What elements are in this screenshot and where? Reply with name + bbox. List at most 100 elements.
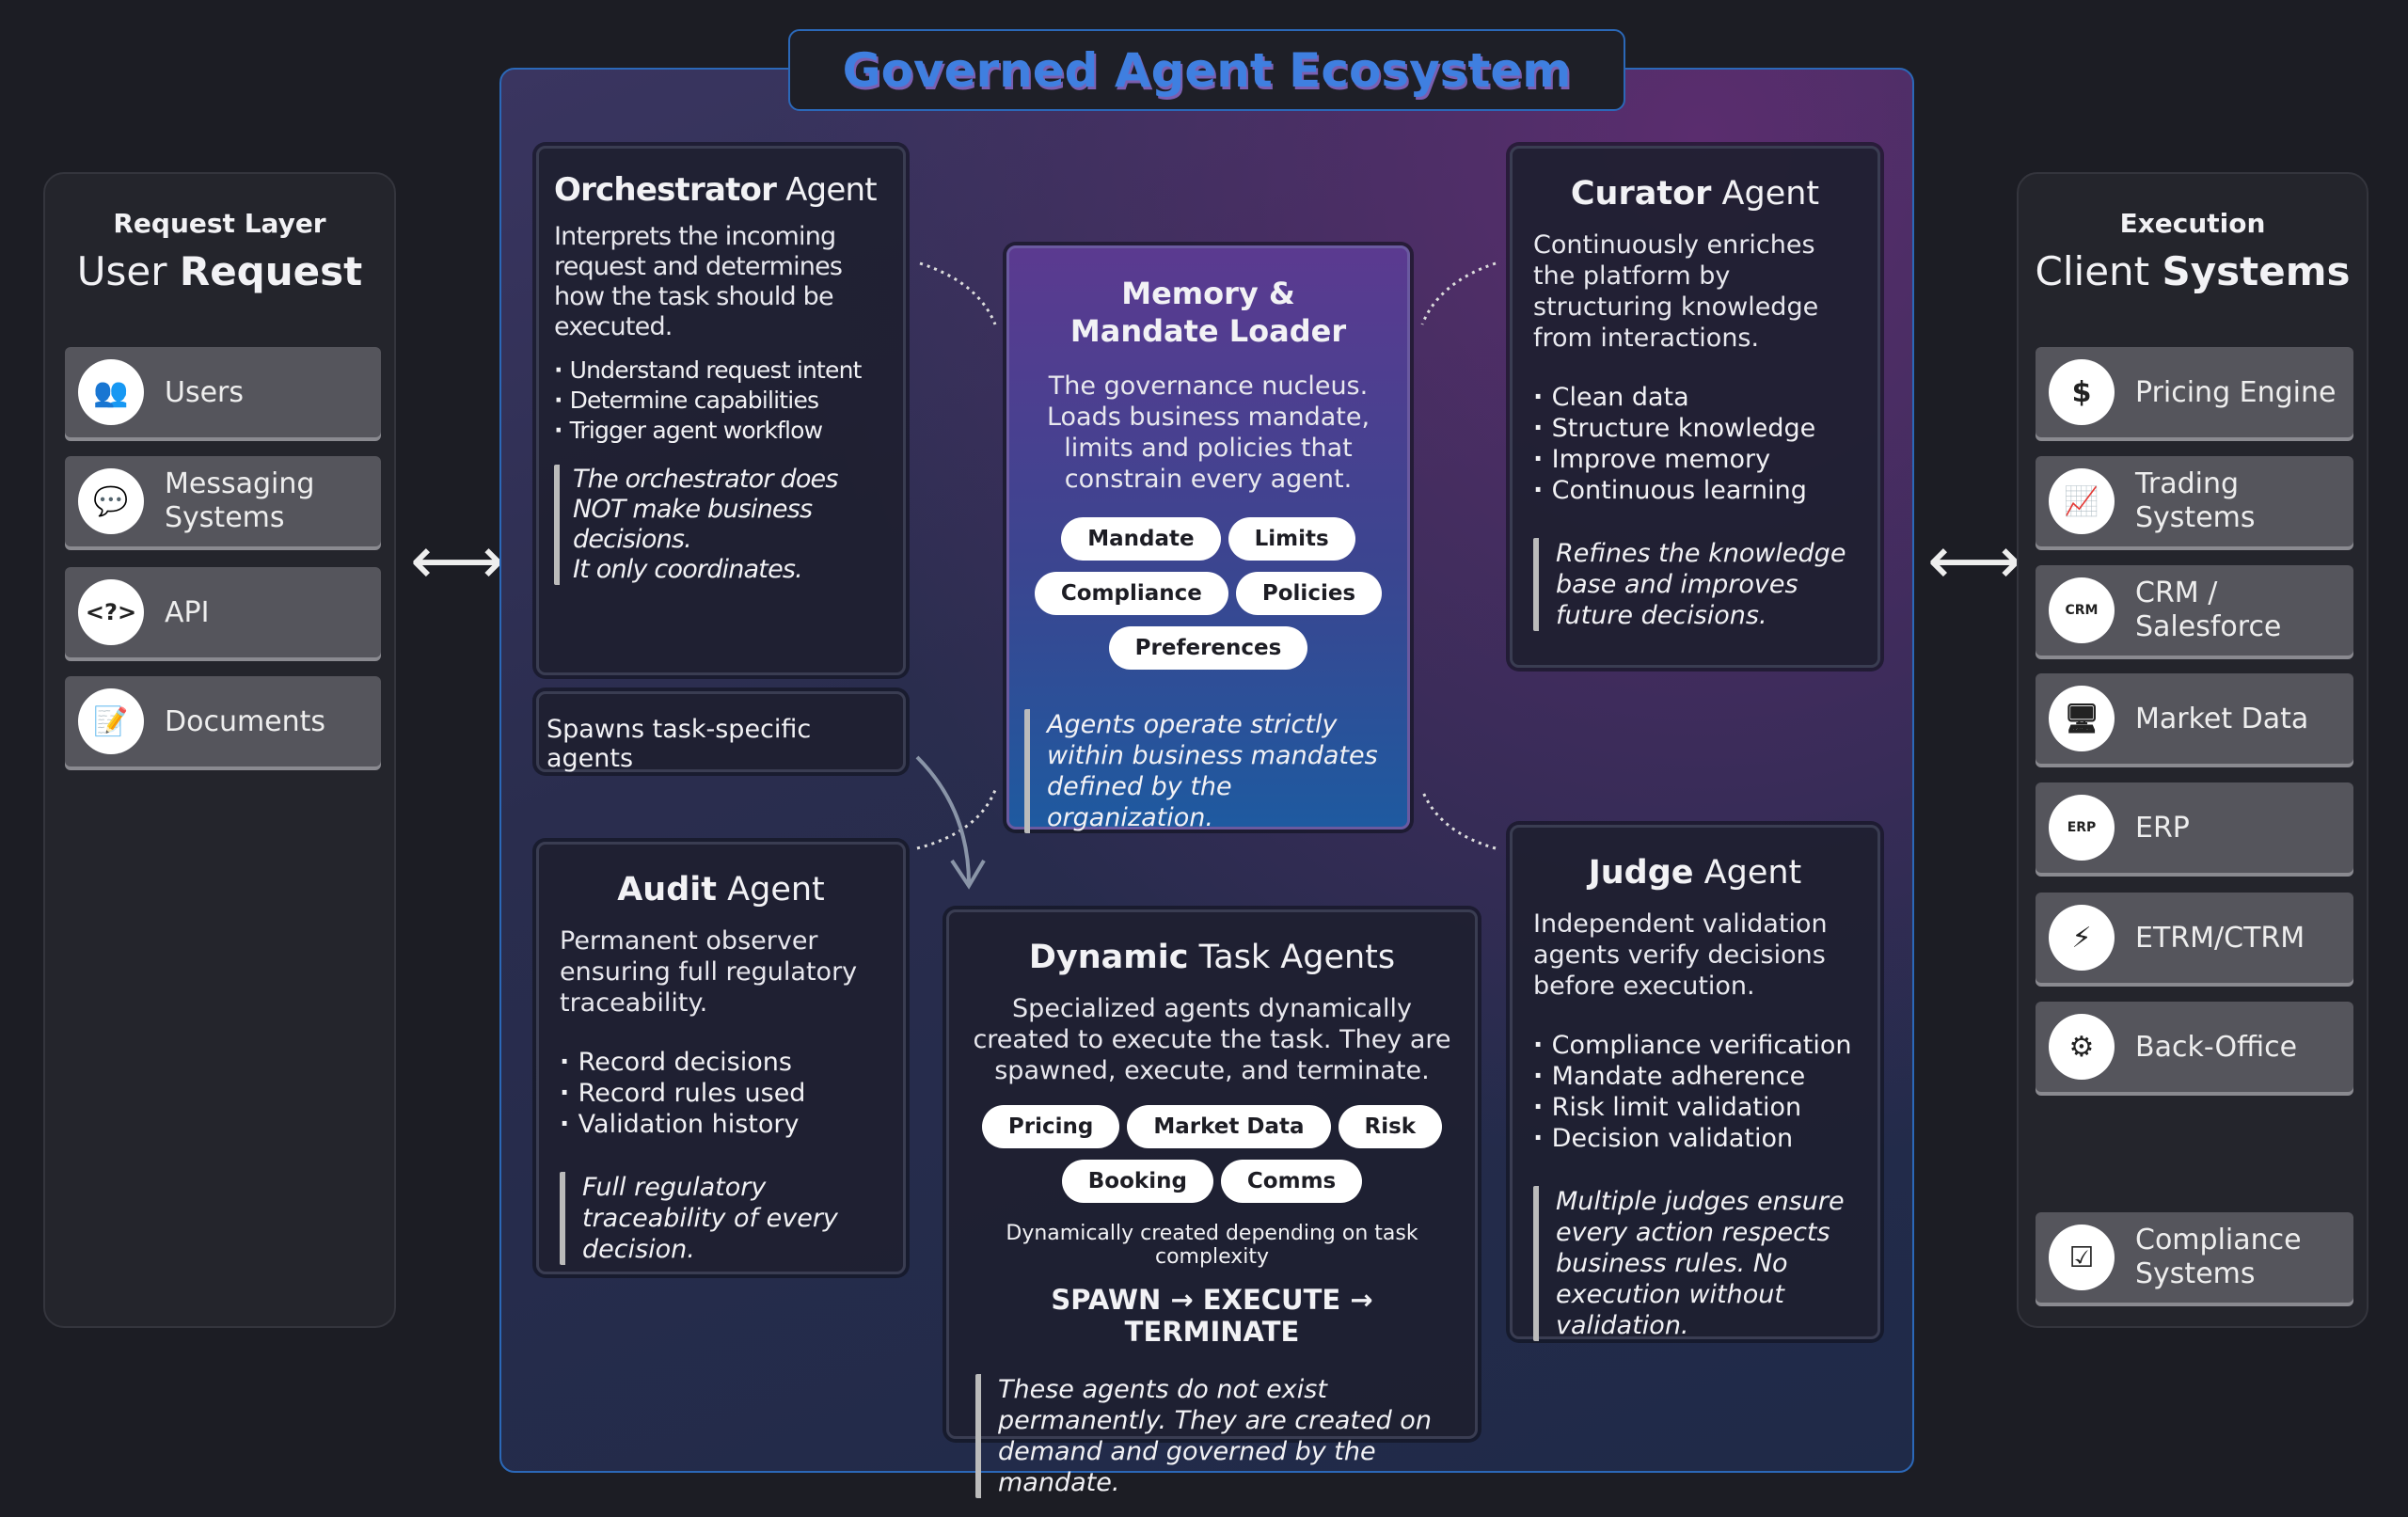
tag-limits: Limits xyxy=(1228,517,1355,561)
item-label: Pricing Engine xyxy=(2135,375,2337,409)
bullet: Risk limit validation xyxy=(1533,1092,1857,1123)
judge-agent-card: Judge Agent Independent validation agent… xyxy=(1510,825,1880,1341)
lifecycle-flow: SPAWN → EXECUTE → TERMINATE xyxy=(1051,1284,1373,1348)
chat-icon: 💬 xyxy=(78,468,144,534)
item-label: API xyxy=(165,595,210,629)
crm-icon: CRM xyxy=(2049,577,2115,643)
audit-title: Audit Agent xyxy=(617,871,825,909)
bullet: Understand request intent xyxy=(554,356,888,386)
item-label: Compliance Systems xyxy=(2135,1224,2302,1290)
dynamic-task-agents-card: Dynamic Task Agents Specialized agents d… xyxy=(946,909,1478,1498)
request-layer-title: User Request xyxy=(76,248,363,294)
curator-description: Continuously enriches the platform by st… xyxy=(1533,230,1819,353)
item-label: Back-Office xyxy=(2135,1030,2298,1064)
tag-preferences: Preferences xyxy=(1108,626,1308,670)
target-crm-salesforce[interactable]: CRM CRM / Salesforce xyxy=(2036,565,2353,656)
item-label: CRM / Salesforce xyxy=(2135,577,2282,643)
back-office-icon: ⚙ xyxy=(2049,1014,2115,1080)
dynamic-note: These agents do not exist permanently. T… xyxy=(975,1374,1462,1498)
orchestrator-agent-card: Orchestrator Agent Interprets the incomi… xyxy=(536,146,906,675)
tag-market-data: Market Data xyxy=(1127,1105,1331,1148)
item-label: Messaging Systems xyxy=(165,467,315,534)
spawns-label: Spawns task-specific agents xyxy=(536,691,906,773)
lightning-icon: ⚡ xyxy=(2049,905,2115,971)
audit-agent-card: Audit Agent Permanent observer ensuring … xyxy=(536,842,906,1274)
memory-mandate-loader-card: Memory &Mandate Loader The governance nu… xyxy=(1006,245,1410,833)
curator-note: Refines the knowledge base and improves … xyxy=(1533,538,1857,631)
bullet: Determine capabilities xyxy=(554,386,888,416)
item-label: Trading Systems xyxy=(2135,467,2256,534)
target-compliance-systems[interactable]: ☑ Compliance Systems xyxy=(2036,1212,2353,1303)
checklist-icon: ☑ xyxy=(2049,1225,2115,1290)
curator-title: Curator Agent xyxy=(1570,175,1820,213)
monitor-icon: 🖥 xyxy=(2049,686,2115,751)
memory-title: Memory &Mandate Loader xyxy=(1069,276,1347,349)
bullet: Mandate adherence xyxy=(1533,1061,1857,1092)
dynamic-caption: Dynamically created depending on task co… xyxy=(1006,1222,1418,1269)
bullet: Continuous learning xyxy=(1533,475,1857,506)
target-market-data[interactable]: 🖥 Market Data xyxy=(2036,673,2353,764)
item-label: Documents xyxy=(165,704,326,738)
execution-subtitle: Execution xyxy=(2119,208,2266,239)
orchestrator-bullets: Understand request intentDetermine capab… xyxy=(554,356,888,446)
client-systems-title: Client Systems xyxy=(2035,248,2351,294)
bullet: Improve memory xyxy=(1533,444,1857,475)
item-label: ETRM/CTRM xyxy=(2135,921,2305,955)
judge-note: Multiple judges ensure every action resp… xyxy=(1533,1186,1857,1341)
orchestrator-title: Orchestrator Agent xyxy=(554,171,878,209)
judge-bullets: Compliance verificationMandate adherence… xyxy=(1533,1030,1857,1154)
curator-bullets: Clean dataStructure knowledgeImprove mem… xyxy=(1533,382,1857,506)
tag-mandate: Mandate xyxy=(1061,517,1221,561)
tag-booking: Booking xyxy=(1061,1160,1213,1203)
audit-bullets: Record decisionsRecord rules usedValidat… xyxy=(560,1047,882,1140)
users-icon: 👥 xyxy=(78,359,144,425)
tag-risk: Risk xyxy=(1338,1105,1443,1148)
page-title: Governed Agent Ecosystem xyxy=(788,29,1625,111)
curator-agent-card: Curator Agent Continuously enriches the … xyxy=(1510,146,1880,668)
dynamic-title: Dynamic Task Agents xyxy=(1028,939,1396,976)
bullet: Record decisions xyxy=(560,1047,882,1078)
judge-title: Judge Agent xyxy=(1588,854,1802,892)
bidirectional-arrow-icon: ⟷ xyxy=(410,522,505,599)
audit-note: Full regulatory traceability of every de… xyxy=(560,1172,882,1265)
item-label: ERP xyxy=(2135,811,2190,845)
item-label: Users xyxy=(165,375,245,409)
bullet: Validation history xyxy=(560,1109,882,1140)
client-systems-panel: Execution Client Systems $ Pricing Engine… xyxy=(2017,172,2368,1328)
request-layer-panel: Request Layer User Request 👥 Users 💬 Messa… xyxy=(43,172,396,1328)
chart-icon: 📈 xyxy=(2049,468,2115,534)
tag-policies: Policies xyxy=(1235,572,1383,615)
dollar-gear-icon: $ xyxy=(2049,359,2115,425)
orchestrator-description: Interprets the incoming request and dete… xyxy=(554,222,843,341)
source-messaging-systems[interactable]: 💬 Messaging Systems xyxy=(65,456,381,546)
bullet: Decision validation xyxy=(1533,1123,1857,1154)
bullet: Clean data xyxy=(1533,382,1857,413)
source-users[interactable]: 👥 Users xyxy=(65,347,381,437)
document-icon: 📝 xyxy=(78,688,144,754)
judge-description: Independent validation agents verify dec… xyxy=(1533,909,1828,1001)
bidirectional-arrow-icon: ⟷ xyxy=(1927,522,2022,599)
target-trading-systems[interactable]: 📈 Trading Systems xyxy=(2036,456,2353,546)
bullet: Structure knowledge xyxy=(1533,413,1857,444)
tag-compliance: Compliance xyxy=(1034,572,1228,615)
memory-note: Agents operate strictly within business … xyxy=(1024,709,1386,833)
tag-comms: Comms xyxy=(1220,1160,1363,1203)
bullet: Trigger agent workflow xyxy=(554,416,888,446)
request-layer-subtitle: Request Layer xyxy=(113,208,326,239)
audit-description: Permanent observer ensuring full regulat… xyxy=(560,926,858,1018)
source-api[interactable]: <?> API xyxy=(65,567,381,657)
target-etrm-ctrm[interactable]: ⚡ ETRM/CTRM xyxy=(2036,893,2353,983)
bullet: Compliance verification xyxy=(1533,1030,1857,1061)
item-label: Market Data xyxy=(2135,702,2309,735)
orchestrator-note: The orchestrator does NOT make business … xyxy=(554,465,888,585)
source-documents[interactable]: 📝 Documents xyxy=(65,676,381,766)
target-erp[interactable]: ERP ERP xyxy=(2036,782,2353,873)
memory-description: The governance nucleus. Loads business m… xyxy=(1046,371,1370,494)
target-back-office[interactable]: ⚙ Back-Office xyxy=(2036,1002,2353,1092)
target-pricing-engine[interactable]: $ Pricing Engine xyxy=(2036,347,2353,437)
code-icon: <?> xyxy=(78,579,144,645)
erp-gear-icon: ERP xyxy=(2049,795,2115,861)
